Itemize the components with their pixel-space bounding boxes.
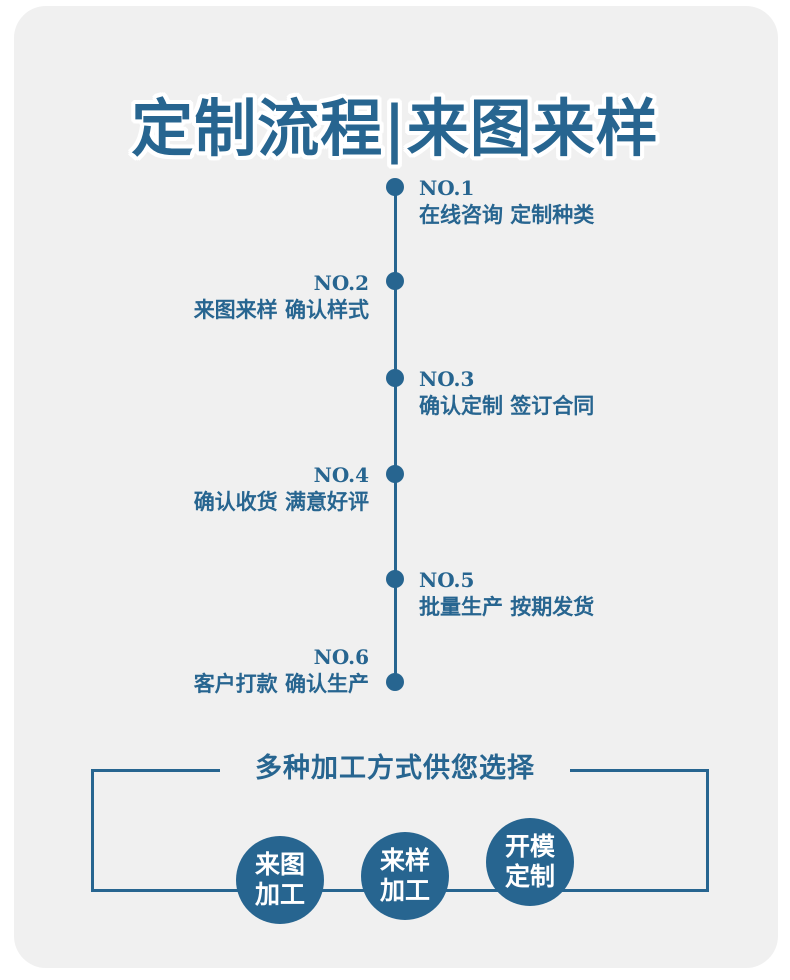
timeline-dot-4	[386, 465, 404, 483]
step-description: 批量生产 按期发货	[419, 594, 595, 619]
timeline-dot-5	[386, 570, 404, 588]
timeline-dot-2	[386, 272, 404, 290]
step-number: NO.2	[313, 271, 369, 295]
timeline-step-3: NO.3 确认定制 签订合同	[419, 366, 594, 420]
methods-title: 多种加工方式供您选择	[220, 748, 570, 790]
method-badge-sample: 来样加工	[361, 832, 449, 920]
method-badge-drawing: 来图加工	[236, 836, 324, 924]
method-label: 开模定制	[504, 832, 555, 891]
step-number: NO.5	[419, 568, 475, 592]
step-number: NO.6	[313, 645, 369, 669]
step-number: NO.3	[419, 367, 475, 391]
timeline-step-1: NO.1 在线咨询 定制种类	[419, 175, 594, 229]
timeline-dot-6	[386, 673, 404, 691]
timeline-step-5: NO.5 批量生产 按期发货	[419, 567, 594, 621]
step-description: 在线咨询 定制种类	[419, 202, 595, 227]
timeline-line	[394, 186, 397, 683]
step-description: 确认定制 签订合同	[419, 393, 595, 418]
method-label: 来图加工	[254, 850, 305, 909]
timeline-step-6: NO.6 客户打款 确认生产	[194, 644, 369, 698]
step-description: 来图来样 确认样式	[193, 297, 369, 322]
timeline-dot-1	[386, 178, 404, 196]
step-description: 客户打款 确认生产	[193, 671, 369, 696]
method-label: 来样加工	[379, 846, 430, 905]
timeline-dot-3	[386, 369, 404, 387]
step-number: NO.1	[419, 176, 475, 200]
timeline-step-4: NO.4 确认收货 满意好评	[194, 462, 369, 516]
page-title: 定制流程|来图来样	[131, 92, 659, 165]
method-badge-mold: 开模定制	[486, 818, 574, 906]
step-number: NO.4	[313, 463, 369, 487]
step-description: 确认收货 满意好评	[193, 489, 369, 514]
timeline-step-2: NO.2 来图来样 确认样式	[194, 270, 369, 324]
